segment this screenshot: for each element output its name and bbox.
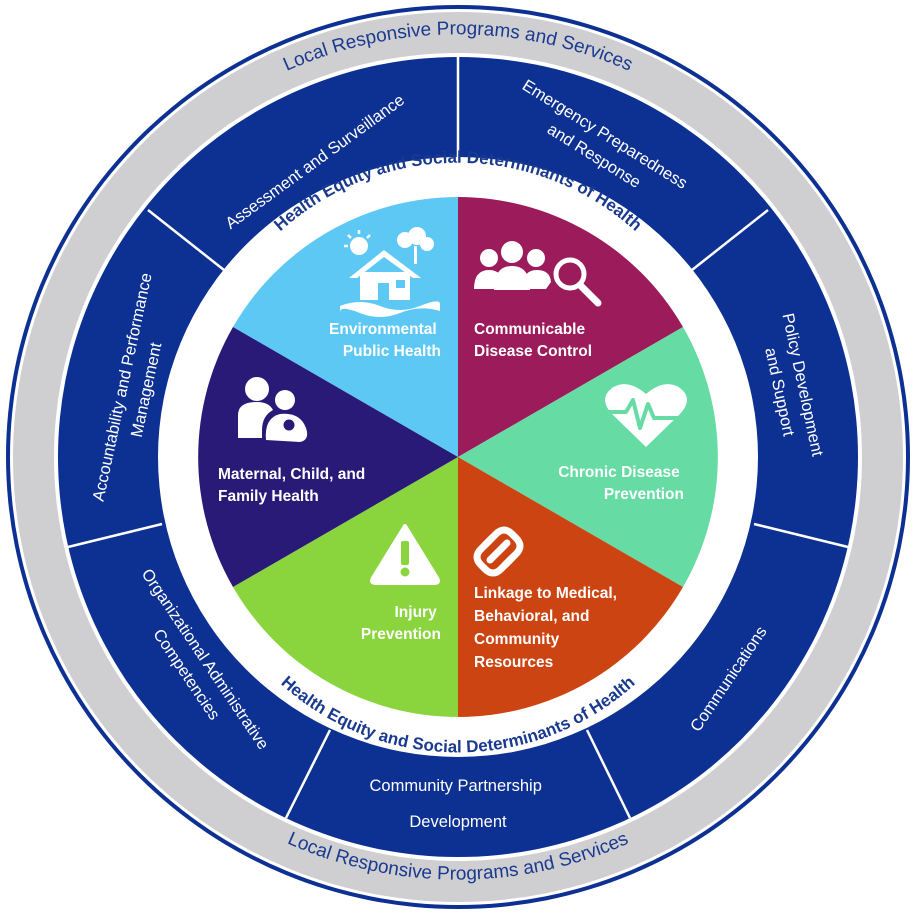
capability-partnership[interactable]: Community Partnership Development bbox=[370, 777, 547, 831]
wedge-environmental[interactable] bbox=[233, 197, 458, 457]
service-label-maternal: Maternal, Child, and Family Health bbox=[218, 466, 370, 505]
service-label-environmental: Environmental Public Health bbox=[329, 321, 441, 360]
family-icon bbox=[238, 377, 308, 442]
service-label-injury: Injury Prevention bbox=[361, 604, 441, 643]
service-label-linkage: Linkage to Medical, Behavioral, and Comm… bbox=[474, 585, 621, 671]
capability-separators bbox=[67, 57, 849, 819]
house-nature-icon bbox=[340, 227, 440, 317]
heart-pulse-icon bbox=[605, 384, 687, 447]
chain-link-icon bbox=[473, 526, 524, 577]
service-label-communicable: Communicable Disease Control bbox=[474, 321, 592, 360]
service-pie bbox=[198, 197, 718, 717]
wedge-injury[interactable] bbox=[233, 457, 458, 717]
service-label-chronic: Chronic Disease Prevention bbox=[558, 464, 684, 503]
wedge-linkage[interactable] bbox=[458, 457, 683, 717]
warning-triangle-icon bbox=[370, 524, 440, 585]
group-magnifier-icon bbox=[474, 241, 602, 307]
